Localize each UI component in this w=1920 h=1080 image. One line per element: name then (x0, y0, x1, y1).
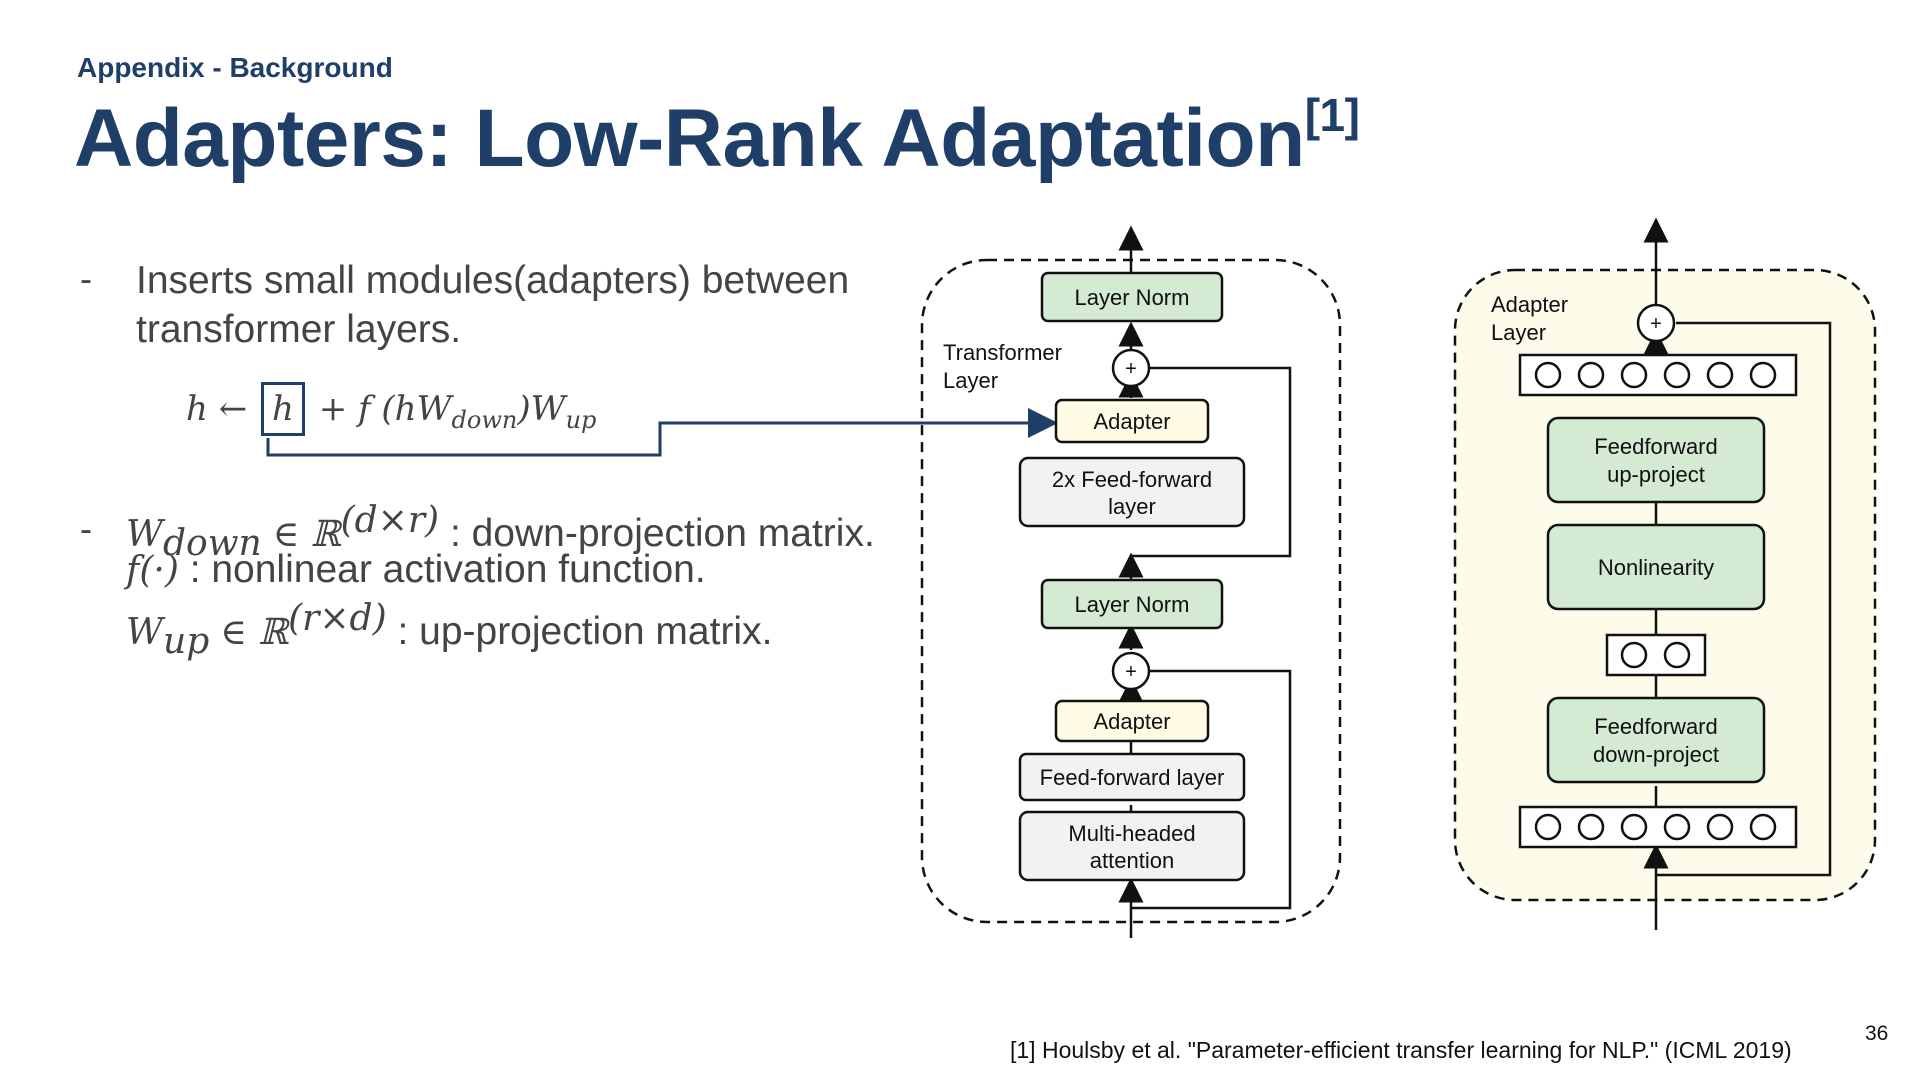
adapter-equation: h ← h + f (hWdown)Wup (186, 382, 596, 436)
page-number: 36 (1865, 1022, 1889, 1045)
residual-path-top (1131, 366, 1292, 558)
layer-norm-bottom-box (1040, 578, 1224, 630)
equation-up-sub: up (565, 405, 597, 434)
neuron (1620, 813, 1648, 841)
ff-down-label-line2: down-project (1593, 742, 1719, 767)
def-w-up-set: ∈ ℝ (220, 612, 289, 653)
neuron (1534, 361, 1562, 389)
ff-layer-box (1018, 752, 1246, 802)
neuron (1663, 813, 1691, 841)
def-w-up-sup: (r×d) (288, 598, 387, 639)
title-reference: [1] (1304, 89, 1360, 141)
equation-down-sub: down (451, 405, 518, 434)
neuron (1749, 813, 1777, 841)
adapter-bottom-label: Adapter (1093, 709, 1170, 734)
mha-box (1018, 810, 1246, 882)
adapter-layer-label-line1: Adapter (1491, 292, 1568, 317)
neuron-group-top (1534, 361, 1777, 389)
neuron (1663, 641, 1691, 669)
def-w-down: Wdown ∈ ℝ(d×r) : down-projection matrix. (126, 500, 875, 564)
adapter-top-box (1054, 398, 1210, 444)
def-w-down-sub: down (163, 522, 262, 564)
add-circle-top (1111, 348, 1151, 388)
ff-layer-label: Feed-forward layer (1040, 765, 1225, 790)
def-w-up-text: : up-projection matrix. (386, 610, 773, 653)
neuron-bar-bottom (1518, 805, 1798, 849)
add-symbol-bottom: + (1125, 661, 1137, 683)
equation-mid: )W (517, 389, 566, 429)
ff2x-label-line1: 2x Feed-forward (1052, 467, 1212, 492)
def-f-symbol: f(·) (126, 550, 179, 591)
adapter-layer-label-line2: Layer (1491, 320, 1546, 345)
mha-label-line1: Multi-headed (1068, 821, 1195, 846)
neuron (1534, 813, 1562, 841)
page-title: Adapters: Low-Rank Adaptation[1] (74, 89, 1360, 186)
residual-path-bottom (1131, 669, 1292, 910)
neuron (1706, 813, 1734, 841)
bullet-dash-1: - (80, 258, 92, 299)
title-text: Adapters: Low-Rank Adaptation (74, 93, 1305, 184)
ff-down-label-line1: Feedforward (1594, 714, 1718, 739)
def-w-down-set: ∈ ℝ (272, 514, 341, 555)
def-w-up: Wup ∈ ℝ(r×d) : up-projection matrix. (126, 598, 772, 662)
ff-up-label-line2: up-project (1607, 462, 1705, 487)
layer-norm-bottom-label: Layer Norm (1075, 592, 1190, 617)
def-w-down-text: : down-projection matrix. (439, 512, 875, 555)
ff2x-box (1018, 456, 1246, 528)
equation-lhs: h ← (186, 389, 248, 429)
adapter-bottom-box (1054, 699, 1210, 743)
layer-norm-top-label: Layer Norm (1075, 285, 1190, 310)
transformer-label-line1: Transformer (943, 340, 1062, 365)
neuron (1663, 361, 1691, 389)
adapter-top-label: Adapter (1093, 409, 1170, 434)
section-subtitle: Appendix - Background (77, 52, 393, 83)
mha-label-line2: attention (1090, 848, 1174, 873)
transformer-label-line2: Layer (943, 368, 998, 393)
neuron-group-bottom (1534, 813, 1777, 841)
citation: [1] Houlsby et al. "Parameter-efficient … (1010, 1037, 1792, 1063)
neuron (1749, 361, 1777, 389)
adapter-add-circle (1636, 303, 1676, 343)
def-f: f(·) : nonlinear activation function. (126, 548, 706, 592)
def-w-up-symbol: W (126, 612, 164, 653)
def-w-down-symbol: W (126, 514, 164, 555)
add-symbol-top: + (1125, 358, 1137, 380)
nonlinearity-label: Nonlinearity (1598, 555, 1714, 580)
neuron (1706, 361, 1734, 389)
ff-down-box (1546, 696, 1766, 784)
nonlinearity-box (1546, 523, 1766, 611)
ff-up-label-line1: Feedforward (1594, 434, 1718, 459)
neuron (1620, 641, 1648, 669)
bullet-1-line-1: Inserts small modules(adapters) between (136, 259, 850, 302)
neuron (1577, 813, 1605, 841)
add-circle-bottom (1111, 651, 1151, 691)
adapter-add-symbol: + (1650, 313, 1662, 335)
neuron (1620, 361, 1648, 389)
def-f-text: : nonlinear activation function. (178, 548, 706, 591)
ff-up-box (1546, 416, 1766, 504)
equation-rhs: + f (hW (318, 389, 452, 429)
connector-line (266, 408, 1058, 457)
neuron-group-bottleneck (1620, 641, 1691, 669)
bullet-1-text: Inserts small modules(adapters) between … (136, 256, 849, 354)
ff2x-label-line2: layer (1108, 494, 1156, 519)
def-w-up-sub: up (163, 620, 210, 662)
layer-norm-top-box (1040, 271, 1224, 323)
adapter-skip (1656, 321, 1832, 877)
neuron (1577, 361, 1605, 389)
bullet-dash-2: - (80, 508, 92, 549)
bullet-1-line-2: transformer layers. (136, 308, 462, 351)
equation-boxed-h: h (261, 382, 305, 436)
def-w-down-sup: (d×r) (340, 500, 440, 541)
